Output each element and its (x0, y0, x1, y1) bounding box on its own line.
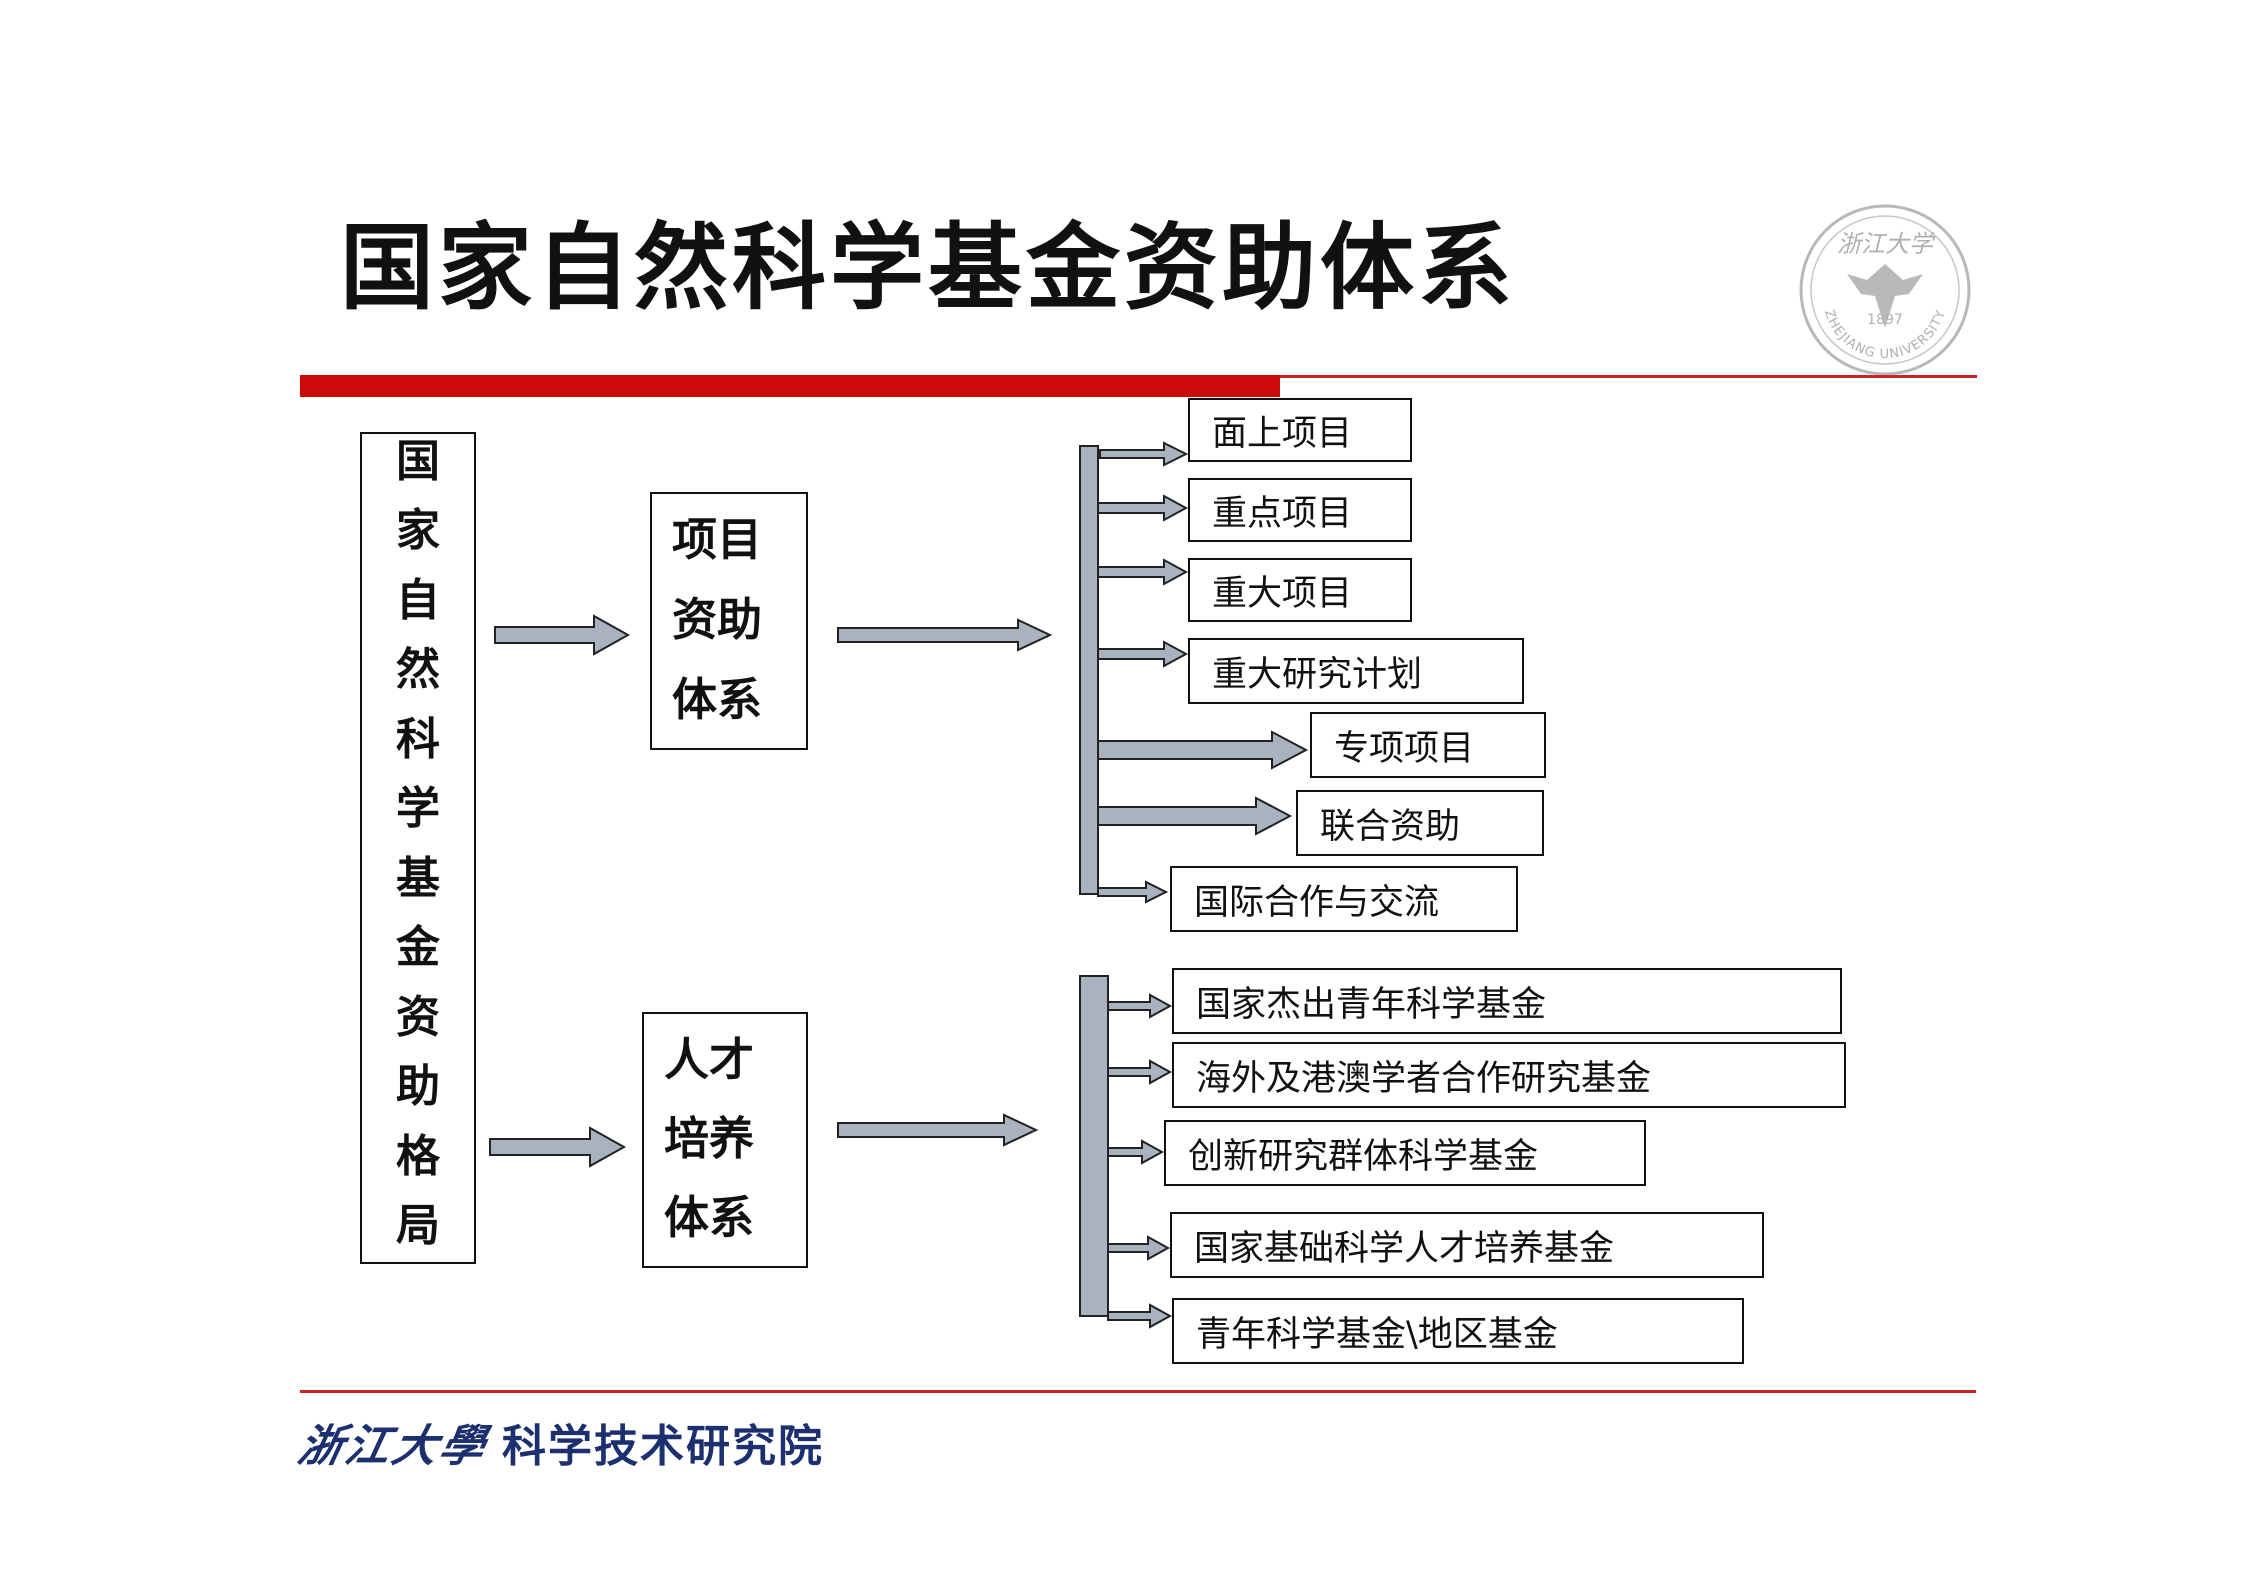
project-funding-system-box: 项目资助体系 (650, 492, 808, 750)
funding-item-box: 青年科学基金\地区基金 (1172, 1298, 1744, 1364)
seal-eagle-icon (1847, 264, 1923, 328)
vertical-char: 格 (396, 1130, 440, 1182)
talent-branch-arrow (1107, 1139, 1165, 1165)
funding-structure-box: 国家自然科学基金资助格局 (360, 432, 476, 1264)
vertical-char: 局 (396, 1199, 440, 1251)
system-label-line: 体系 (664, 1191, 755, 1245)
arrow-to-project-system (494, 614, 631, 656)
project-branch-arrow (1097, 796, 1293, 836)
talent-branch-arrow (1107, 1303, 1173, 1329)
system-label-line: 资助 (672, 593, 763, 646)
project-bracket-bar (1079, 445, 1099, 895)
institute-name: 科学技术研究院 (502, 1421, 824, 1472)
funding-item-box: 重大项目 (1188, 558, 1412, 622)
vertical-char: 资 (396, 991, 440, 1043)
title-underline-thin (1280, 375, 1977, 378)
arrow-to-project-items (837, 618, 1053, 652)
vertical-char: 助 (396, 1061, 440, 1113)
system-label-line: 体系 (672, 673, 763, 726)
title-underline-thick (300, 375, 1280, 397)
vertical-char: 金 (396, 922, 440, 974)
vertical-char: 学 (396, 783, 440, 835)
funding-item-box: 联合资助 (1296, 790, 1544, 856)
project-branch-arrow (1097, 730, 1309, 770)
funding-item-box: 专项项目 (1310, 712, 1546, 778)
vertical-char: 然 (396, 644, 440, 696)
funding-item-box: 重点项目 (1188, 478, 1412, 542)
funding-item-box: 创新研究群体科学基金 (1164, 1120, 1646, 1186)
vertical-char: 自 (396, 574, 440, 626)
project-branch-arrow (1097, 558, 1189, 586)
footer-divider (300, 1390, 1976, 1393)
vertical-char: 科 (396, 713, 440, 765)
funding-item-box: 国家基础科学人才培养基金 (1170, 1212, 1764, 1278)
arrow-to-talent-system (489, 1126, 627, 1168)
vertical-char: 家 (396, 505, 440, 557)
talent-training-system-box: 人才培养体系 (642, 1012, 808, 1268)
system-label-line: 培养 (664, 1111, 755, 1165)
slide-title: 国家自然科学基金资助体系 (340, 214, 1517, 323)
funding-item-box: 国际合作与交流 (1170, 866, 1518, 932)
talent-branch-arrow (1107, 993, 1173, 1019)
project-branch-arrow (1099, 441, 1189, 467)
project-branch-arrow (1097, 640, 1189, 668)
funding-item-box: 重大研究计划 (1188, 638, 1524, 704)
system-label-line: 项目 (672, 513, 763, 566)
funding-item-box: 海外及港澳学者合作研究基金 (1172, 1042, 1846, 1108)
university-logo-text: 浙江大學 (293, 1421, 493, 1472)
project-branch-arrow (1097, 494, 1189, 522)
talent-branch-arrow (1107, 1059, 1173, 1085)
footer: 浙江大學 科学技术研究院 (294, 1410, 824, 1474)
project-branch-arrow (1097, 880, 1169, 904)
vertical-char: 国 (396, 436, 440, 487)
talent-branch-arrow (1107, 1235, 1171, 1261)
funding-item-box: 国家杰出青年科学基金 (1172, 968, 1842, 1034)
seal-year: 1897 (1867, 312, 1903, 328)
seal-top-text: 浙江大学 (1837, 230, 1936, 258)
funding-item-box: 面上项目 (1188, 398, 1412, 462)
arrow-to-talent-items (837, 1113, 1039, 1147)
talent-bracket-bar (1079, 975, 1109, 1317)
system-label-line: 人才 (664, 1032, 755, 1086)
vertical-char: 基 (396, 852, 440, 904)
university-seal: 浙江大学 1897 ZHEJIANG UNIVERSITY (1799, 204, 1971, 376)
